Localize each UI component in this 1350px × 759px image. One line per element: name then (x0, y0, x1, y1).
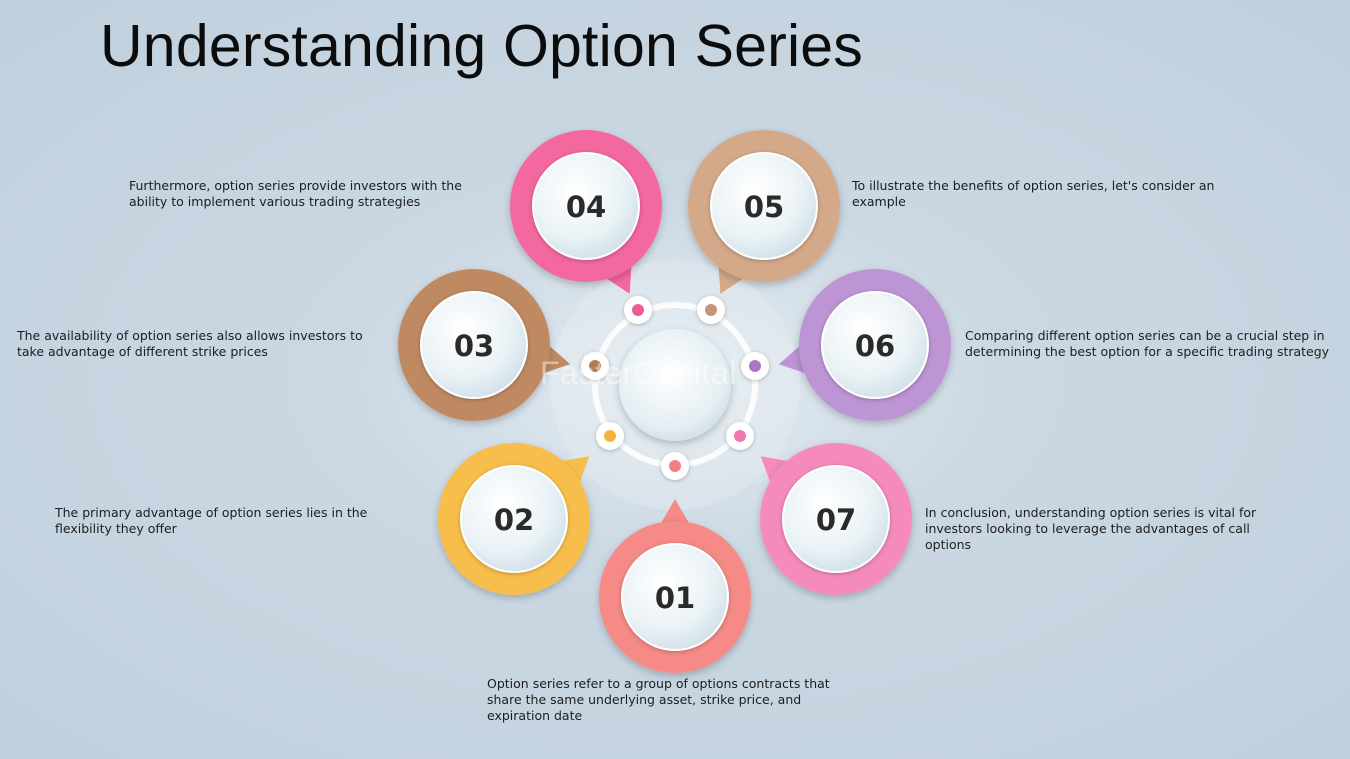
connector-dot-center (604, 430, 616, 442)
connector-dot-01 (661, 452, 689, 480)
step-description-04: Furthermore, option series provide inves… (129, 178, 462, 209)
step-number: 06 (855, 329, 895, 363)
bubble-center (621, 543, 729, 651)
step-description-02: The primary advantage of option series l… (55, 505, 368, 536)
step-description-05: To illustrate the benefits of option ser… (852, 178, 1215, 209)
step-number: 01 (655, 581, 695, 615)
connector-dot-02 (596, 422, 624, 450)
connector-dot-03 (581, 352, 609, 380)
page-title: Understanding Option Series (100, 13, 864, 79)
step-description-01: Option series refer to a group of option… (487, 676, 830, 723)
step-number: 02 (494, 503, 534, 537)
connector-dot-06 (741, 352, 769, 380)
bubble-center (532, 152, 640, 260)
connector-dot-center (749, 360, 761, 372)
connector-dot-center (734, 430, 746, 442)
step-bubble-03: 03 (398, 269, 571, 421)
hub-center (619, 329, 731, 441)
step-bubble-07: 07 (760, 443, 912, 595)
connector-dot-07 (726, 422, 754, 450)
step-description-03: The availability of option series also a… (17, 328, 363, 359)
step-number: 05 (744, 190, 784, 224)
connector-dot-center (632, 304, 644, 316)
connector-dot-05 (697, 296, 725, 324)
bubble-center (710, 152, 818, 260)
step-number: 07 (816, 503, 856, 537)
step-bubble-06: 06 (778, 269, 951, 421)
step-bubble-04: 04 (510, 130, 662, 294)
step-bubble-01: 01 (599, 499, 751, 673)
watermark: FasterCapital (540, 355, 737, 391)
bubble-center (420, 291, 528, 399)
step-number: 04 (566, 190, 606, 224)
bubble-center (782, 465, 890, 573)
connector-dot-center (705, 304, 717, 316)
connector-dot-04 (624, 296, 652, 324)
step-bubble-02: 02 (438, 443, 590, 595)
step-bubble-05: 05 (688, 130, 840, 294)
step-description-07: In conclusion, understanding option seri… (925, 505, 1257, 552)
connector-dot-center (589, 360, 601, 372)
bubble-center (821, 291, 929, 399)
connector-dot-center (669, 460, 681, 472)
bubble-center (460, 465, 568, 573)
step-description-06: Comparing different option series can be… (965, 328, 1330, 359)
step-number: 03 (454, 329, 494, 363)
